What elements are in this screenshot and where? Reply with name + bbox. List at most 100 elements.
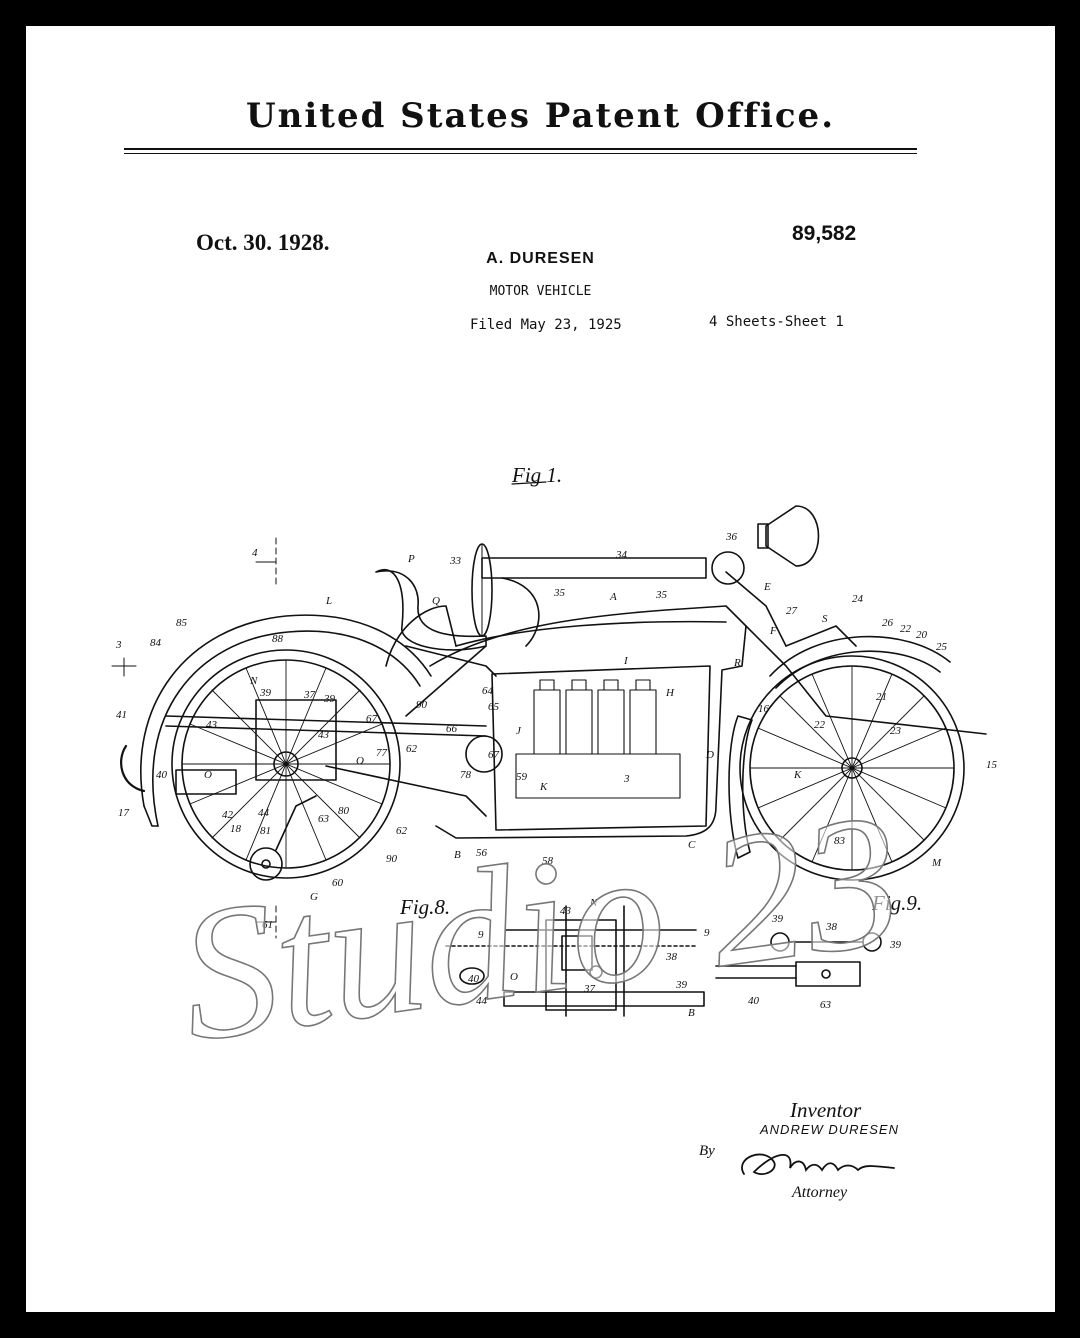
fig1-ref-41: 66	[446, 723, 458, 735]
fig8-ref-1: N	[589, 897, 598, 909]
patent-drawing: Fig 1. Fig.8. Fig.9. 4P333436LQ35A35E272…	[26, 26, 998, 1019]
section-marks	[111, 537, 277, 939]
fig1-ref-53: K	[539, 781, 548, 793]
fig8-ref-8: 39	[675, 979, 688, 991]
fig1-ref-23: I	[623, 655, 629, 667]
headlamp	[711, 505, 820, 585]
fig1-ref-0: 4	[252, 547, 258, 559]
fig8-ref-4: 40	[468, 973, 480, 985]
fig1-ref-73: 61	[262, 919, 273, 931]
fig8-ref-0: 43	[560, 905, 572, 917]
fig1-ref-13: F	[769, 625, 777, 637]
fig1-ref-43: D	[705, 749, 714, 761]
fig1-ref-33: 39	[323, 693, 336, 705]
fig1-ref-63: 81	[260, 825, 271, 837]
rear-linkage	[165, 645, 503, 881]
patent-number: 89,582	[792, 222, 857, 245]
fig1-ref-14: S	[822, 613, 828, 625]
patent-title: MOTOR VEHICLE	[489, 284, 592, 299]
fig1-ref-19: 3	[115, 639, 122, 651]
inventor-signed-name: ANDREW DURESEN	[760, 1122, 899, 1137]
fig1-ref-17: 20	[916, 629, 928, 641]
fig9-label: Fig.9.	[871, 891, 922, 915]
fig1-ref-54: 3	[623, 773, 630, 785]
fig1-ref-59: 63	[318, 813, 330, 825]
fig1-ref-26: 21	[876, 691, 887, 703]
fig1-ref-20: 85	[176, 617, 188, 629]
frame-body	[385, 557, 987, 839]
fig1-ref-30: 41	[116, 709, 127, 721]
front-fender	[728, 635, 951, 859]
rear-fender	[120, 614, 432, 827]
fig1-ref-4: 36	[725, 531, 738, 543]
fig9-ref-1: 38	[825, 921, 838, 933]
fig1-ref-37: 65	[488, 701, 500, 713]
fig1-ref-3: 34	[615, 549, 628, 561]
engine-cylinders	[515, 679, 681, 799]
fig1-ref-65: B	[454, 849, 461, 861]
fig1-ref-67: 58	[542, 855, 554, 867]
fig1-ref-1: P	[407, 553, 415, 565]
fig1-ref-42: J	[516, 725, 522, 737]
fig1-ref-28: 22	[814, 719, 826, 731]
fig1-ref-61: 83	[834, 835, 846, 847]
fig1-ref-62: 18	[230, 823, 242, 835]
fig9-ref-3: 40	[748, 995, 760, 1007]
fig1-label: Fig 1.	[511, 463, 562, 487]
fig1-ref-70: M	[931, 857, 942, 869]
fig1-ref-52: 59	[516, 771, 528, 783]
fig1-ref-46: O	[204, 769, 212, 781]
watermark: Studio 23	[167, 773, 914, 1083]
inventor-name: A. DURESEN	[486, 250, 595, 267]
fig9-drawing	[715, 932, 882, 987]
filed-date: Filed May 23, 1925	[470, 317, 622, 333]
front-wheel	[739, 655, 965, 881]
fig1-ref-57: 42	[222, 809, 234, 821]
fig1-ref-2: 33	[449, 555, 462, 567]
fig8-drawing	[445, 905, 705, 1017]
watermark-text: Studio 23	[168, 774, 913, 1083]
fig1-ref-12: 24	[852, 593, 864, 605]
fig8-ref-6: 37	[583, 983, 596, 995]
header-rule	[124, 148, 917, 150]
fig1-ref-35: 90	[416, 699, 428, 711]
fig1-ref-27: 16	[758, 703, 770, 715]
fig1-ref-31: N	[249, 675, 258, 687]
fig1-ref-25: H	[665, 687, 675, 699]
fig1-ref-72: 60	[332, 877, 344, 889]
fig1-ref-60: 80	[338, 805, 350, 817]
fig1-ref-5: L	[325, 595, 332, 607]
fig1-ref-55: K	[793, 769, 802, 781]
fig8-ref-5: O	[510, 971, 518, 983]
fig1-ref-21: 84	[150, 637, 162, 649]
fig1-ref-10: E	[763, 581, 771, 593]
fig8-ref-3: 9	[704, 927, 710, 939]
header-rule-thin	[124, 153, 917, 154]
fig1-ref-48: 77	[376, 747, 388, 759]
fig9-ref-2: 39	[889, 939, 902, 951]
fig1-ref-11: 27	[786, 605, 798, 617]
fig1-ref-47: O	[356, 755, 364, 767]
fig1-ref-18: 25	[936, 641, 948, 653]
fig1-ref-32: 37	[303, 689, 316, 701]
fig1-ref-15: 26	[882, 617, 894, 629]
fig1-ref-56: 17	[118, 807, 130, 819]
patent-sheet: United States Patent Office. Oct. 30. 19…	[26, 26, 1055, 1312]
fig1-ref-34: 39	[259, 687, 272, 699]
fig1-ref-49: 62	[406, 743, 418, 755]
attorney-signature	[741, 1153, 895, 1175]
office-title: United States Patent Office.	[245, 96, 836, 136]
fig1-ref-8: A	[609, 591, 617, 603]
fig8-label: Fig.8.	[399, 895, 450, 919]
fig1-ref-58: 44	[258, 807, 270, 819]
fig9-ref-0: 39	[771, 913, 784, 925]
sheet-count: 4 Sheets-Sheet 1	[709, 314, 844, 330]
fig1-ref-51: 67	[488, 749, 500, 761]
fig1-ref-66: 56	[476, 847, 488, 859]
fig8-ref-7: 38	[665, 951, 678, 963]
fig1-ref-9: 35	[655, 589, 668, 601]
fig8-ref-10: B	[688, 1007, 695, 1019]
